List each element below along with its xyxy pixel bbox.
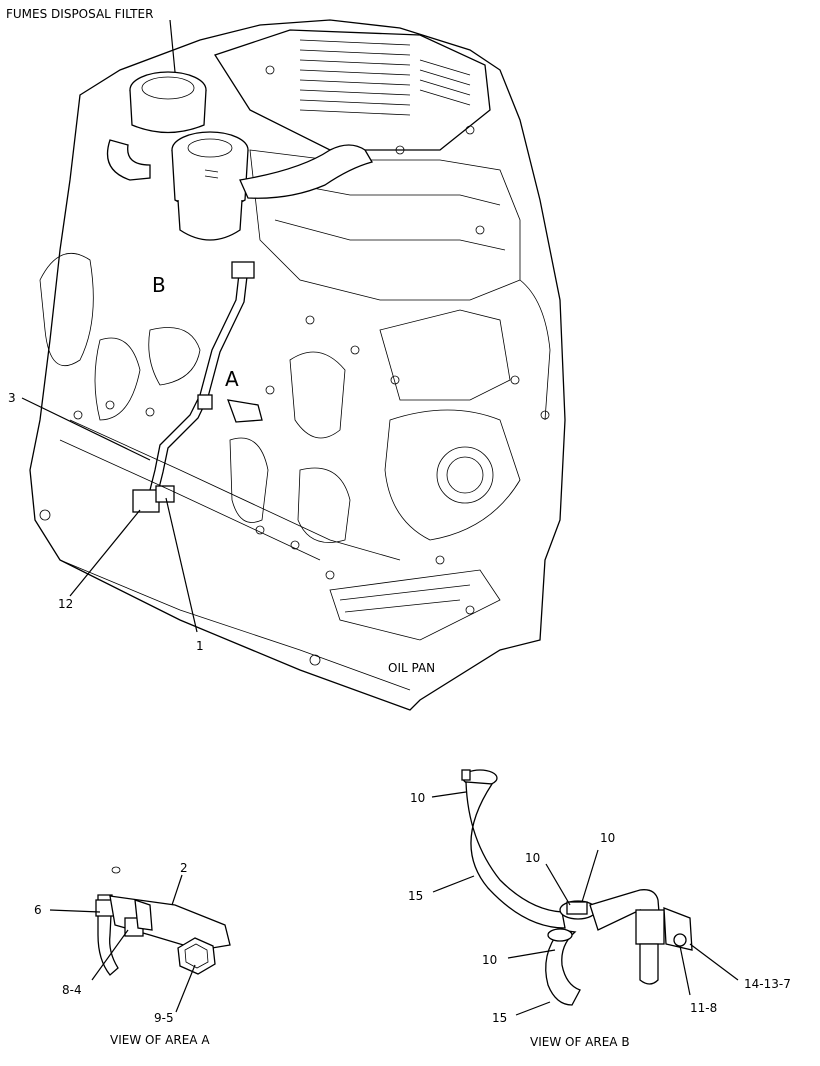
callout-12: 12 — [58, 597, 73, 611]
callout-3: 3 — [8, 391, 16, 405]
callout-11-8: 11-8 — [690, 1001, 717, 1015]
view-area-b-title: VIEW OF AREA B — [530, 1035, 630, 1049]
callout-1: 1 — [196, 639, 204, 653]
callout-2: 2 — [180, 861, 188, 875]
label-oil-pan: OIL PAN — [388, 661, 435, 675]
callout-8-4: 8-4 — [62, 983, 82, 997]
label-fumes-disposal-filter: FUMES DISPOSAL FILTER — [6, 7, 153, 21]
callout-10-lower: 10 — [482, 953, 497, 967]
view-area-a-illustration — [49, 866, 231, 1013]
label-area-b: B — [152, 273, 166, 297]
callout-10-mid-right: 10 — [600, 831, 615, 845]
callout-15-lower: 15 — [492, 1011, 507, 1025]
callout-6: 6 — [34, 903, 42, 917]
label-area-a: A — [225, 367, 239, 391]
callout-9-5: 9-5 — [154, 1011, 174, 1025]
engine-illustration — [21, 19, 566, 711]
callout-10-mid-left: 10 — [525, 851, 540, 865]
callout-15-upper: 15 — [408, 889, 423, 903]
callout-14-13-7: 14-13-7 — [744, 977, 791, 991]
view-area-b-illustration — [431, 769, 739, 1016]
view-area-a-title: VIEW OF AREA A — [110, 1033, 210, 1047]
callout-10-top: 10 — [410, 791, 425, 805]
